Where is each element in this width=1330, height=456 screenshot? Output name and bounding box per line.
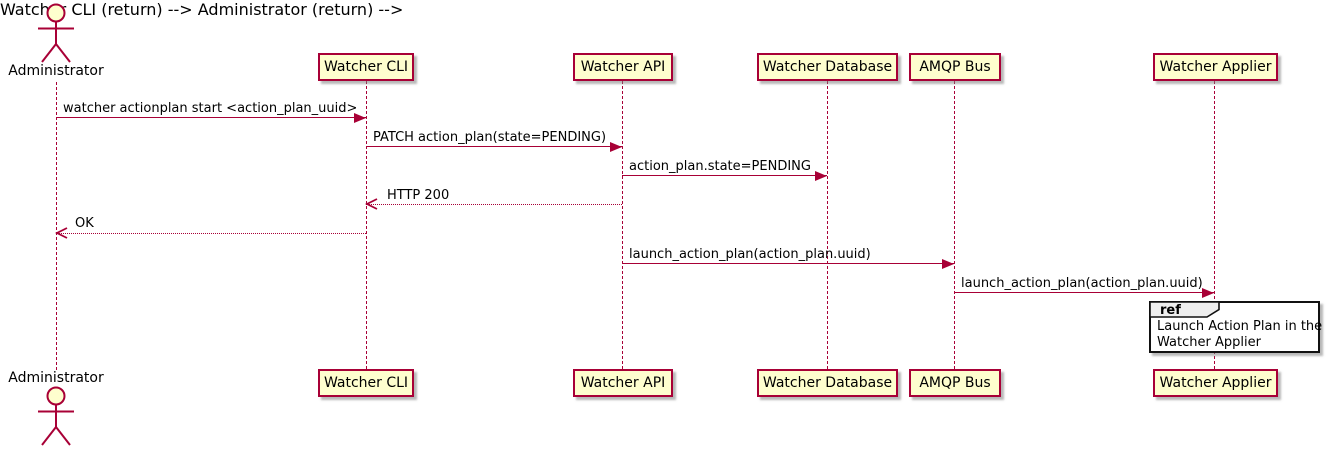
message-label-launch-action-plan-2: launch_action_plan(action_plan.uuid)	[961, 276, 1203, 291]
message-line	[954, 292, 1214, 293]
ref-fragment-box: ref Launch Action Plan in the Watcher Ap…	[1149, 301, 1323, 353]
message-label-actionplan-start: watcher actionplan start <action_plan_uu…	[63, 101, 358, 116]
participant-watcher-api-top: Watcher API	[573, 53, 673, 81]
lifeline-watcher-database	[827, 81, 828, 369]
message-line	[56, 117, 366, 118]
participant-amqp-bus-top: AMQP Bus	[909, 53, 1001, 81]
message-label-http-200: HTTP 200	[387, 188, 450, 203]
ref-tab-pentagon-icon	[1149, 301, 1220, 318]
participant-watcher-applier-bottom: Watcher Applier	[1153, 369, 1278, 397]
message-label-patch-action-plan: PATCH action_plan(state=PENDING)	[373, 130, 607, 145]
actor-name-top: Administrator	[8, 63, 104, 79]
ref-text-line-2: Watcher Applier	[1157, 335, 1261, 350]
lifeline-watcher-api	[622, 81, 623, 369]
arrowhead-right-icon	[942, 259, 954, 269]
arrowhead-right-icon	[610, 142, 622, 152]
actor-stick-figure-icon	[38, 3, 74, 63]
participant-watcher-cli-bottom: Watcher CLI	[318, 369, 414, 397]
participant-watcher-applier-top: Watcher Applier	[1153, 53, 1278, 81]
actor-stick-figure-icon	[38, 386, 74, 446]
ref-keyword: ref	[1160, 303, 1181, 318]
participant-watcher-api-bottom: Watcher API	[573, 369, 673, 397]
arrowhead-left-icon	[55, 227, 68, 239]
arrowhead-left-icon	[365, 198, 378, 210]
lifeline-watcher-applier	[1214, 81, 1215, 369]
participant-watcher-cli-top: Watcher CLI	[318, 53, 414, 81]
ref-text-line-1: Launch Action Plan in the	[1157, 319, 1323, 334]
lifeline-administrator	[56, 82, 57, 370]
message-line	[56, 233, 366, 234]
arrowhead-right-icon	[354, 113, 366, 123]
message-line	[622, 263, 954, 264]
message-line	[366, 146, 622, 147]
message-line	[622, 175, 827, 176]
message-label-launch-action-plan-1: launch_action_plan(action_plan.uuid)	[629, 247, 871, 262]
arrowhead-right-icon	[1202, 288, 1214, 298]
actor-name-bottom: Administrator	[8, 370, 104, 386]
arrowhead-right-icon	[815, 171, 827, 181]
message-label-state-pending: action_plan.state=PENDING	[629, 159, 811, 174]
participant-watcher-database-bottom: Watcher Database	[757, 369, 898, 397]
message-line	[366, 204, 622, 205]
message-label-ok: OK	[75, 216, 94, 231]
participant-watcher-database-top: Watcher Database	[757, 53, 898, 81]
participant-amqp-bus-bottom: AMQP Bus	[909, 369, 1001, 397]
lifeline-watcher-cli	[366, 81, 367, 369]
lifeline-amqp-bus	[954, 81, 955, 369]
